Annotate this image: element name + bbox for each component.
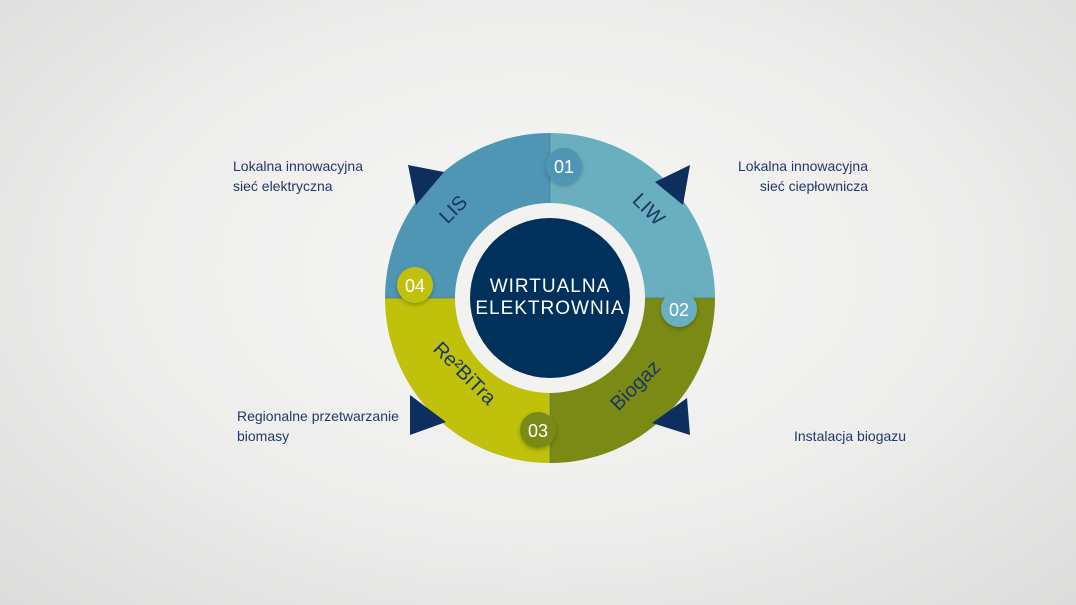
center-circle: [470, 218, 630, 378]
arrow-bottom-right: [652, 398, 690, 435]
lis-description-line-1: Lokalna innowacyjna: [233, 158, 363, 174]
rebitra-description: Regionalne przetwarzanie biomasy: [237, 406, 399, 446]
badge-03-label: 03: [528, 421, 548, 441]
liw-description: Lokalna innowacyjna sieć ciepłownicza: [738, 156, 868, 196]
lis-description-line-2: sieć elektryczna: [233, 178, 333, 194]
badge-03: [520, 412, 556, 448]
lis-description: Lokalna innowacyjna sieć elektryczna: [233, 156, 363, 196]
arrow-top-left: [408, 165, 444, 205]
center-title-line-2: ELEKTROWNIA: [475, 298, 624, 319]
biogaz-description: Instalacja biogazu: [794, 426, 906, 446]
arrow-bottom-left: [410, 395, 446, 435]
rebitra-description-line-1: Regionalne przetwarzanie: [237, 408, 399, 424]
badge-01: [546, 148, 582, 184]
rebitra-description-line-2: biomasy: [237, 428, 290, 444]
badge-02: [661, 291, 697, 327]
badge-04: [397, 267, 433, 303]
liw-description-line-1: Lokalna innowacyjna: [738, 158, 868, 174]
center-title-line-1: WIRTUALNA: [490, 276, 611, 297]
biogaz-description-line-1: Instalacja biogazu: [794, 428, 907, 444]
liw-description-line-2: sieć ciepłownicza: [759, 178, 868, 194]
arrow-top-right: [655, 165, 690, 205]
badge-04-label: 04: [405, 276, 425, 296]
badge-02-label: 02: [669, 300, 689, 320]
badge-01-label: 01: [554, 157, 574, 177]
